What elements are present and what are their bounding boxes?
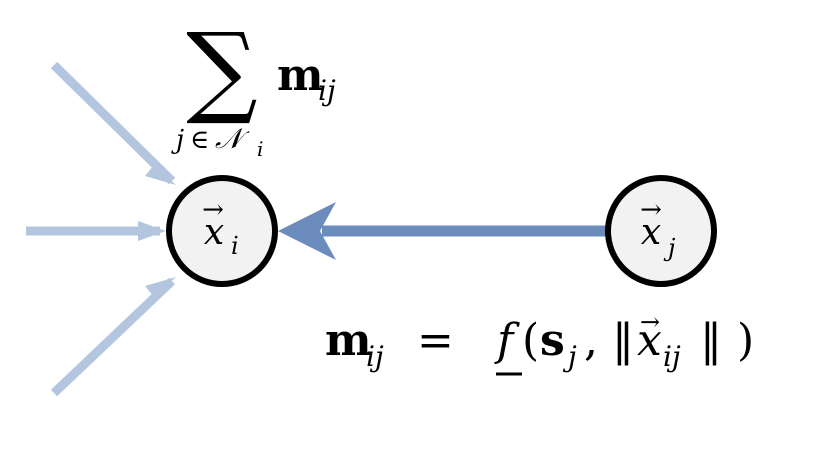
node-i-circle [166, 175, 278, 287]
sum-limit-set-subscript: i [257, 137, 263, 161]
message-norm-open: ‖ [612, 315, 634, 366]
message-arg2-subscript: ij [663, 340, 681, 373]
incoming-arrows [26, 61, 176, 397]
message-norm-close: ‖ [700, 315, 722, 366]
incoming-arrow-lower-head [145, 277, 176, 297]
sum-operand-subscript: ij [318, 74, 336, 107]
message-equals: = [417, 315, 454, 366]
message-lhs: m [325, 315, 372, 366]
message-arg1: s [540, 315, 565, 366]
incoming-arrow-middle-head [138, 221, 166, 241]
sum-symbol: ∑ [186, 11, 257, 128]
incoming-arrow-lower-line [50, 277, 176, 397]
incoming-arrow-upper-line [50, 61, 176, 185]
message-function: f [494, 315, 520, 366]
message-arrow [278, 202, 606, 260]
message-arg2-vector-arrow: → [640, 308, 660, 336]
message-arg2: x [637, 315, 662, 366]
sum-of-messages: ∑ m ij j ∈ 𝒩 i [171, 11, 336, 161]
sum-limit-index: j [171, 125, 184, 155]
node-j-circle [605, 175, 717, 287]
node-i-vector-arrow: → [202, 195, 224, 225]
node-j-vector-arrow: → [640, 195, 662, 225]
sum-limit-in: ∈ [190, 125, 209, 155]
message-open-paren: ( [522, 315, 539, 366]
message-comma: , [584, 315, 598, 366]
message-close-paren: ) [737, 315, 754, 366]
sum-operand: m [277, 50, 324, 101]
node-i-label: x [204, 212, 224, 253]
node-j: → x j [605, 175, 717, 287]
node-j-label: x [641, 212, 661, 253]
node-i-subscript: i [231, 232, 239, 260]
node-i: → x i [166, 175, 278, 287]
message-arrow-head [278, 202, 336, 260]
message-lhs-subscript: ij [366, 340, 384, 373]
incoming-arrow-upper-head [145, 165, 176, 185]
message-equation: m ij = f ( s j , ‖ → x ij ‖ ) [325, 308, 754, 376]
